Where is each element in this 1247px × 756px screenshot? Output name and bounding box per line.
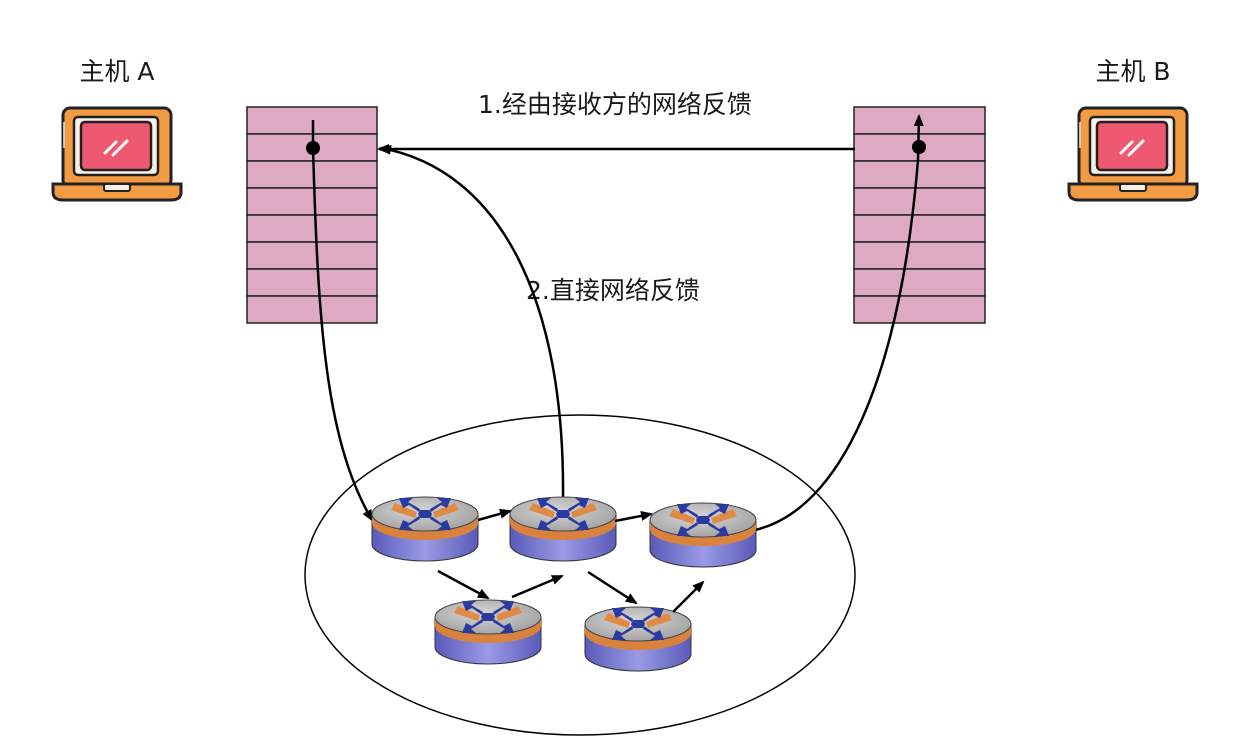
receiver-buffer-dot: [912, 140, 926, 154]
buffer-slot: [246, 241, 378, 270]
sender-to-router-path: [311, 120, 374, 522]
laptop-icon: [51, 106, 183, 202]
router-to-receiver-path: [754, 114, 924, 532]
buffer-slot: [853, 295, 986, 324]
buffer-slot: [853, 187, 986, 216]
buffer-slot: [853, 214, 986, 243]
router-icon: [434, 599, 542, 665]
buffer-slot: [246, 268, 378, 297]
buffer-slot: [246, 160, 378, 189]
router-icon: [371, 496, 479, 562]
link-r1-r2: [477, 508, 512, 522]
host-b-label: 主机 B: [1095, 57, 1170, 86]
link-r4-r2: [511, 574, 564, 599]
link-r1-r4: [437, 569, 490, 600]
direct-feedback-arrow: [379, 144, 565, 499]
sender-buffer: [246, 106, 378, 324]
buffer-slot: [853, 241, 986, 270]
host-a-label: 主机 A: [79, 57, 154, 86]
buffer-slot: [246, 214, 378, 243]
router-icon: [649, 502, 757, 568]
router-icon: [509, 496, 617, 562]
buffer-slot: [246, 295, 378, 324]
buffer-slot: [853, 160, 986, 189]
receiver-feedback-label: 1.经由接收方的网络反馈: [478, 90, 752, 119]
buffer-slot: [853, 268, 986, 297]
laptop-icon: [1067, 106, 1199, 202]
buffer-slot: [246, 187, 378, 216]
link-r2-r5: [587, 570, 638, 605]
link-r5-r3: [672, 580, 705, 613]
network-boundary: [304, 414, 856, 736]
link-r2-r3: [614, 511, 653, 523]
router-icon: [584, 606, 692, 672]
sender-buffer-dot: [306, 141, 320, 155]
direct-feedback-label: 2.直接网络反馈: [526, 276, 700, 305]
